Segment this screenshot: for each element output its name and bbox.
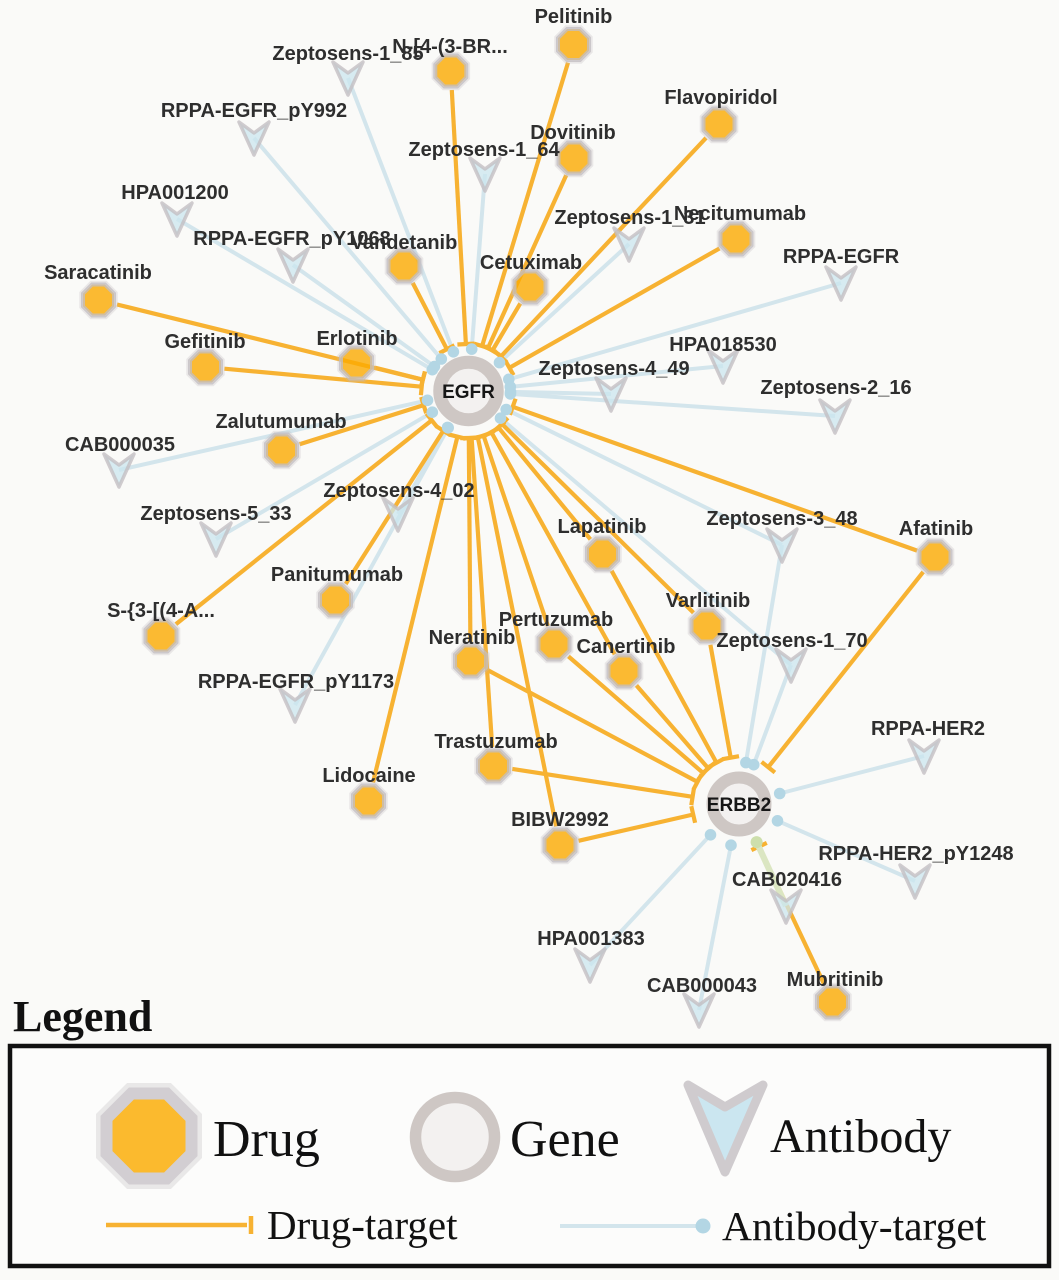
svg-text:CAB000043: CAB000043 [647,975,757,997]
svg-text:Trastuzumab: Trastuzumab [434,731,557,753]
svg-text:Drug: Drug [213,1111,320,1168]
svg-text:Zalutumumab: Zalutumumab [215,411,346,433]
svg-text:N-[4-(3-BR...: N-[4-(3-BR... [392,36,508,58]
svg-text:Zeptosens-1_31: Zeptosens-1_31 [554,207,705,229]
svg-text:Vandetanib: Vandetanib [351,232,458,254]
svg-text:Zeptosens-4_49: Zeptosens-4_49 [538,358,689,380]
svg-text:HPA001200: HPA001200 [121,182,228,204]
svg-text:RPPA-EGFR_pY1173: RPPA-EGFR_pY1173 [198,671,394,693]
svg-text:Antibody-target: Antibody-target [722,1203,987,1249]
svg-text:RPPA-HER2: RPPA-HER2 [871,718,985,740]
svg-text:Canertinib: Canertinib [577,636,676,658]
svg-text:Legend: Legend [13,992,152,1041]
svg-text:Pertuzumab: Pertuzumab [499,609,613,631]
svg-text:ERBB2: ERBB2 [707,795,771,816]
svg-text:CAB000035: CAB000035 [65,434,175,456]
svg-text:BIBW2992: BIBW2992 [511,809,609,831]
svg-text:Lidocaine: Lidocaine [322,765,415,787]
svg-text:Pelitinib: Pelitinib [535,6,613,28]
svg-text:Flavopiridol: Flavopiridol [664,87,777,109]
svg-text:EGFR: EGFR [442,382,495,403]
svg-text:S-{3-[(4-A...: S-{3-[(4-A... [107,600,215,622]
svg-text:Necitumumab: Necitumumab [674,203,806,225]
svg-text:RPPA-HER2_pY1248: RPPA-HER2_pY1248 [818,843,1013,865]
svg-text:Dovitinib: Dovitinib [530,122,616,144]
svg-text:Panitumumab: Panitumumab [271,564,403,586]
svg-text:CAB020416: CAB020416 [732,869,842,891]
svg-text:Cetuximab: Cetuximab [480,252,582,274]
svg-text:RPPA-EGFR: RPPA-EGFR [783,246,900,268]
svg-text:Erlotinib: Erlotinib [316,328,397,350]
svg-text:Lapatinib: Lapatinib [558,516,647,538]
svg-text:HPA001383: HPA001383 [537,928,644,950]
svg-text:Mubritinib: Mubritinib [787,969,884,991]
svg-text:Zeptosens-1_64: Zeptosens-1_64 [408,139,560,161]
svg-text:RPPA-EGFR_pY1068: RPPA-EGFR_pY1068 [193,228,390,250]
svg-text:Gefitinib: Gefitinib [164,331,245,353]
svg-text:Zeptosens-4_02: Zeptosens-4_02 [323,480,474,502]
svg-text:HPA018530: HPA018530 [669,334,776,356]
svg-text:Saracatinib: Saracatinib [44,262,152,284]
svg-text:Zeptosens-1_85: Zeptosens-1_85 [272,43,423,65]
svg-text:Zeptosens-1_70: Zeptosens-1_70 [716,630,867,652]
svg-text:Zeptosens-3_48: Zeptosens-3_48 [706,508,857,530]
svg-text:Drug-target: Drug-target [267,1202,458,1248]
svg-text:Zeptosens-5_33: Zeptosens-5_33 [140,503,291,525]
svg-text:Varlitinib: Varlitinib [666,590,750,612]
svg-text:RPPA-EGFR_pY992: RPPA-EGFR_pY992 [161,100,347,122]
svg-text:Afatinib: Afatinib [899,518,973,540]
svg-text:Neratinib: Neratinib [429,627,516,649]
svg-text:Zeptosens-2_16: Zeptosens-2_16 [760,377,911,399]
svg-text:Gene: Gene [510,1111,620,1168]
svg-text:Antibody: Antibody [770,1110,951,1163]
